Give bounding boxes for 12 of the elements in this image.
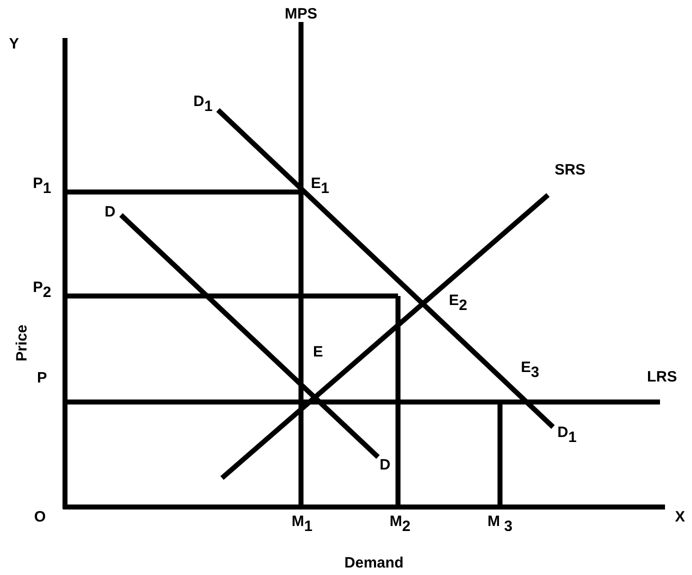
price-label: P <box>37 370 47 386</box>
curve-label: LRS <box>647 370 677 384</box>
curve-label: MPS <box>284 6 318 22</box>
curve-label: D <box>104 204 116 220</box>
origin-label: O <box>34 510 46 524</box>
axis-label: X <box>675 510 685 524</box>
axis-title: Price <box>14 324 30 362</box>
axis-title: Demand <box>344 556 404 570</box>
curve-label: SRS <box>554 162 586 178</box>
axis-label: Y <box>9 36 19 52</box>
point-label: E <box>313 344 323 360</box>
curve-label: D <box>380 458 390 472</box>
